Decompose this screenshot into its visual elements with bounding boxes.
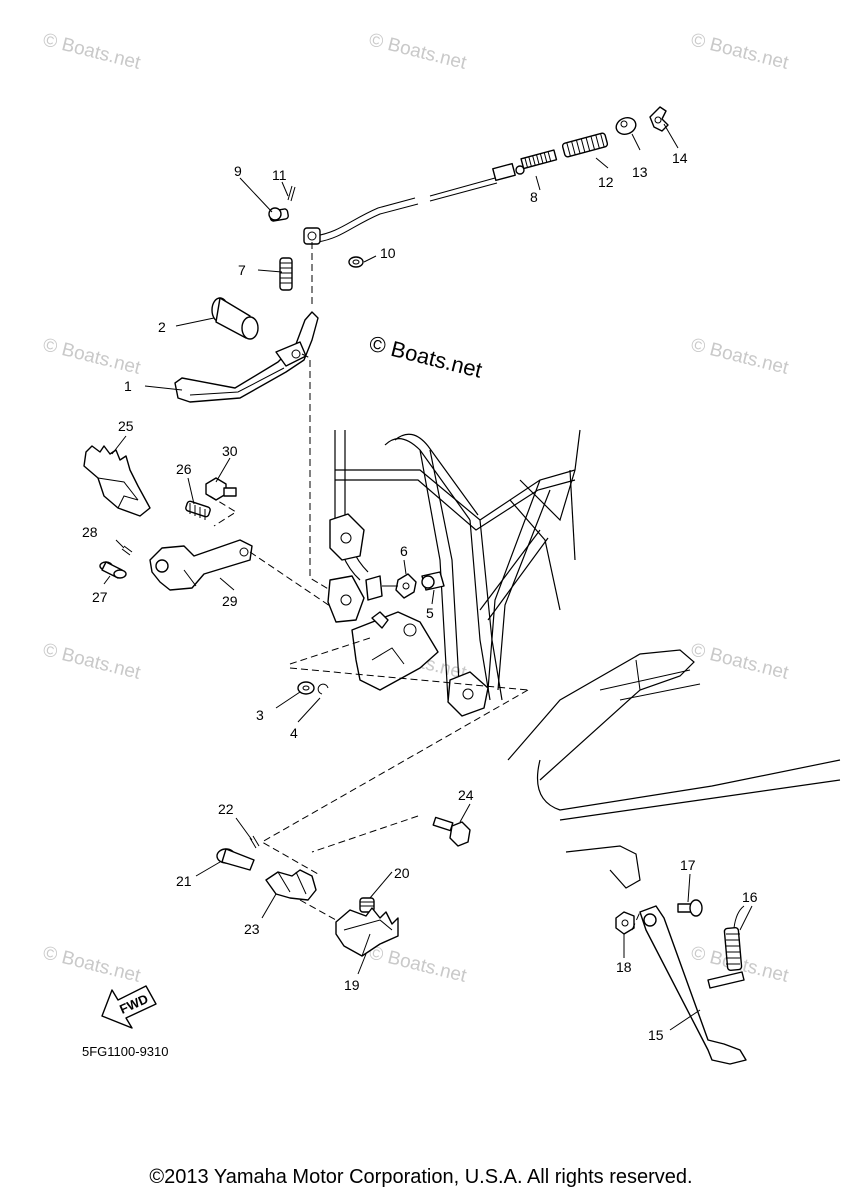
diagram-code: 5FG1100-9310 [82,1044,169,1059]
callout-14: 14 [672,150,688,166]
callout-6: 6 [400,543,408,559]
callout-11: 11 [272,167,287,183]
callout-28: 28 [82,524,98,540]
leader-lines [103,123,753,1031]
callout-20: 20 [394,865,410,881]
callout-18: 18 [616,959,632,975]
callout-2: 2 [158,319,166,335]
callout-8: 8 [530,189,538,205]
callout-24: 24 [458,787,474,803]
watermark: © Boats.net [689,29,791,74]
callout-1: 1 [124,378,132,394]
callout-22: 22 [218,801,234,817]
sidestand-assembly [507,649,841,1065]
callout-12: 12 [598,174,614,190]
callout-19: 19 [344,977,360,993]
watermark: © Boats.net [41,639,143,684]
callout-29: 29 [222,593,238,609]
callout-10: 10 [380,245,396,261]
copyright-notice: ©2013 Yamaha Motor Corporation, U.S.A. A… [149,1166,693,1188]
callout-3: 3 [256,707,264,723]
watermark: © Boats.net [689,334,791,379]
callout-26: 26 [176,461,192,477]
watermark: © Boats.net [367,942,469,987]
watermark: © Boats.net [41,29,143,74]
callout-4: 4 [290,725,298,741]
footrest-left [83,445,529,691]
washer-and-clip [297,681,329,695]
watermark: © Boats.net [367,29,469,74]
callout-30: 30 [222,443,238,459]
callout-17: 17 [680,857,696,873]
callout-27: 27 [92,589,108,605]
watermark: © Boats.net [41,942,143,987]
callout-21: 21 [176,873,192,889]
callout-labels: 1 2 3 4 5 6 7 8 9 10 11 12 13 14 15 16 1… [82,150,758,1043]
callout-23: 23 [244,921,260,937]
callout-9: 9 [234,163,242,179]
callout-7: 7 [238,262,246,278]
fwd-arrow: FWD [101,985,157,1029]
callout-25: 25 [118,418,134,434]
callout-5: 5 [426,605,434,621]
frame-outline [327,429,581,717]
callout-16: 16 [742,889,758,905]
brake-cable-assembly [268,106,669,268]
footrest-right [216,689,529,957]
center-watermark: © Boats.net [367,331,485,383]
watermark: © Boats.net [689,639,791,684]
callout-15: 15 [648,1027,664,1043]
callout-13: 13 [632,164,648,180]
watermark: © Boats.net [41,334,143,379]
watermarks: © Boats.net © Boats.net © Boats.net © Bo… [41,29,791,987]
